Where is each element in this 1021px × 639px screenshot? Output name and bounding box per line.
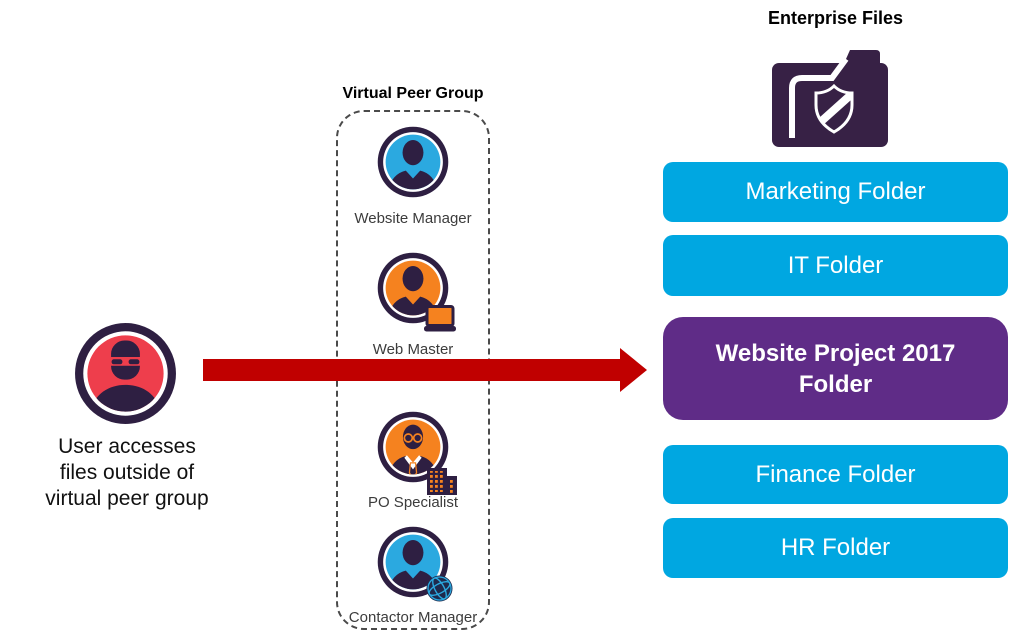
peer-member-web-master: Web Master [336, 252, 490, 358]
peer-member-website-manager: Website Manager [336, 126, 490, 227]
laptop-icon [424, 305, 456, 332]
globe-network-icon [426, 575, 453, 602]
folder-button-label: Website Project 2017 Folder [715, 339, 956, 398]
folder-button-website-project-2017[interactable]: Website Project 2017 Folder [663, 317, 1008, 420]
member-label: PO Specialist [367, 494, 459, 511]
folder-button-label: Marketing Folder [745, 178, 926, 205]
member-label: Web Master [372, 341, 454, 358]
shield-folder-icon [772, 50, 888, 147]
access-arrow-icon [203, 348, 647, 392]
website-manager-avatar-icon [377, 126, 449, 198]
caption-line: files outside of [59, 461, 195, 484]
member-label: Contactor Manager [348, 609, 478, 626]
folder-button-label: Finance Folder [755, 460, 916, 488]
peer-group-title: Virtual Peer Group [342, 85, 484, 102]
po-specialist-avatar-icon [377, 411, 449, 483]
member-label: Website Manager [354, 210, 472, 227]
building-icon [427, 468, 457, 495]
folder-button-it[interactable]: IT Folder [663, 235, 1008, 296]
folder-button-finance[interactable]: Finance Folder [663, 445, 1008, 504]
peer-member-contactor-manager: Contactor Manager [336, 526, 490, 626]
outside-user-avatar-icon [75, 323, 176, 424]
folder-button-label: HR Folder [780, 534, 891, 561]
folder-button-hr[interactable]: HR Folder [663, 518, 1008, 578]
enterprise-files-title: Enterprise Files [767, 8, 904, 28]
peer-member-po-specialist: PO Specialist [336, 411, 490, 511]
folder-button-marketing[interactable]: Marketing Folder [663, 162, 1008, 222]
caption-line: User accesses [58, 435, 196, 458]
outside-user-caption: User accesses files outside of virtual p… [18, 434, 236, 512]
caption-line: virtual peer group [45, 487, 209, 510]
folder-button-label: IT Folder [787, 251, 884, 279]
